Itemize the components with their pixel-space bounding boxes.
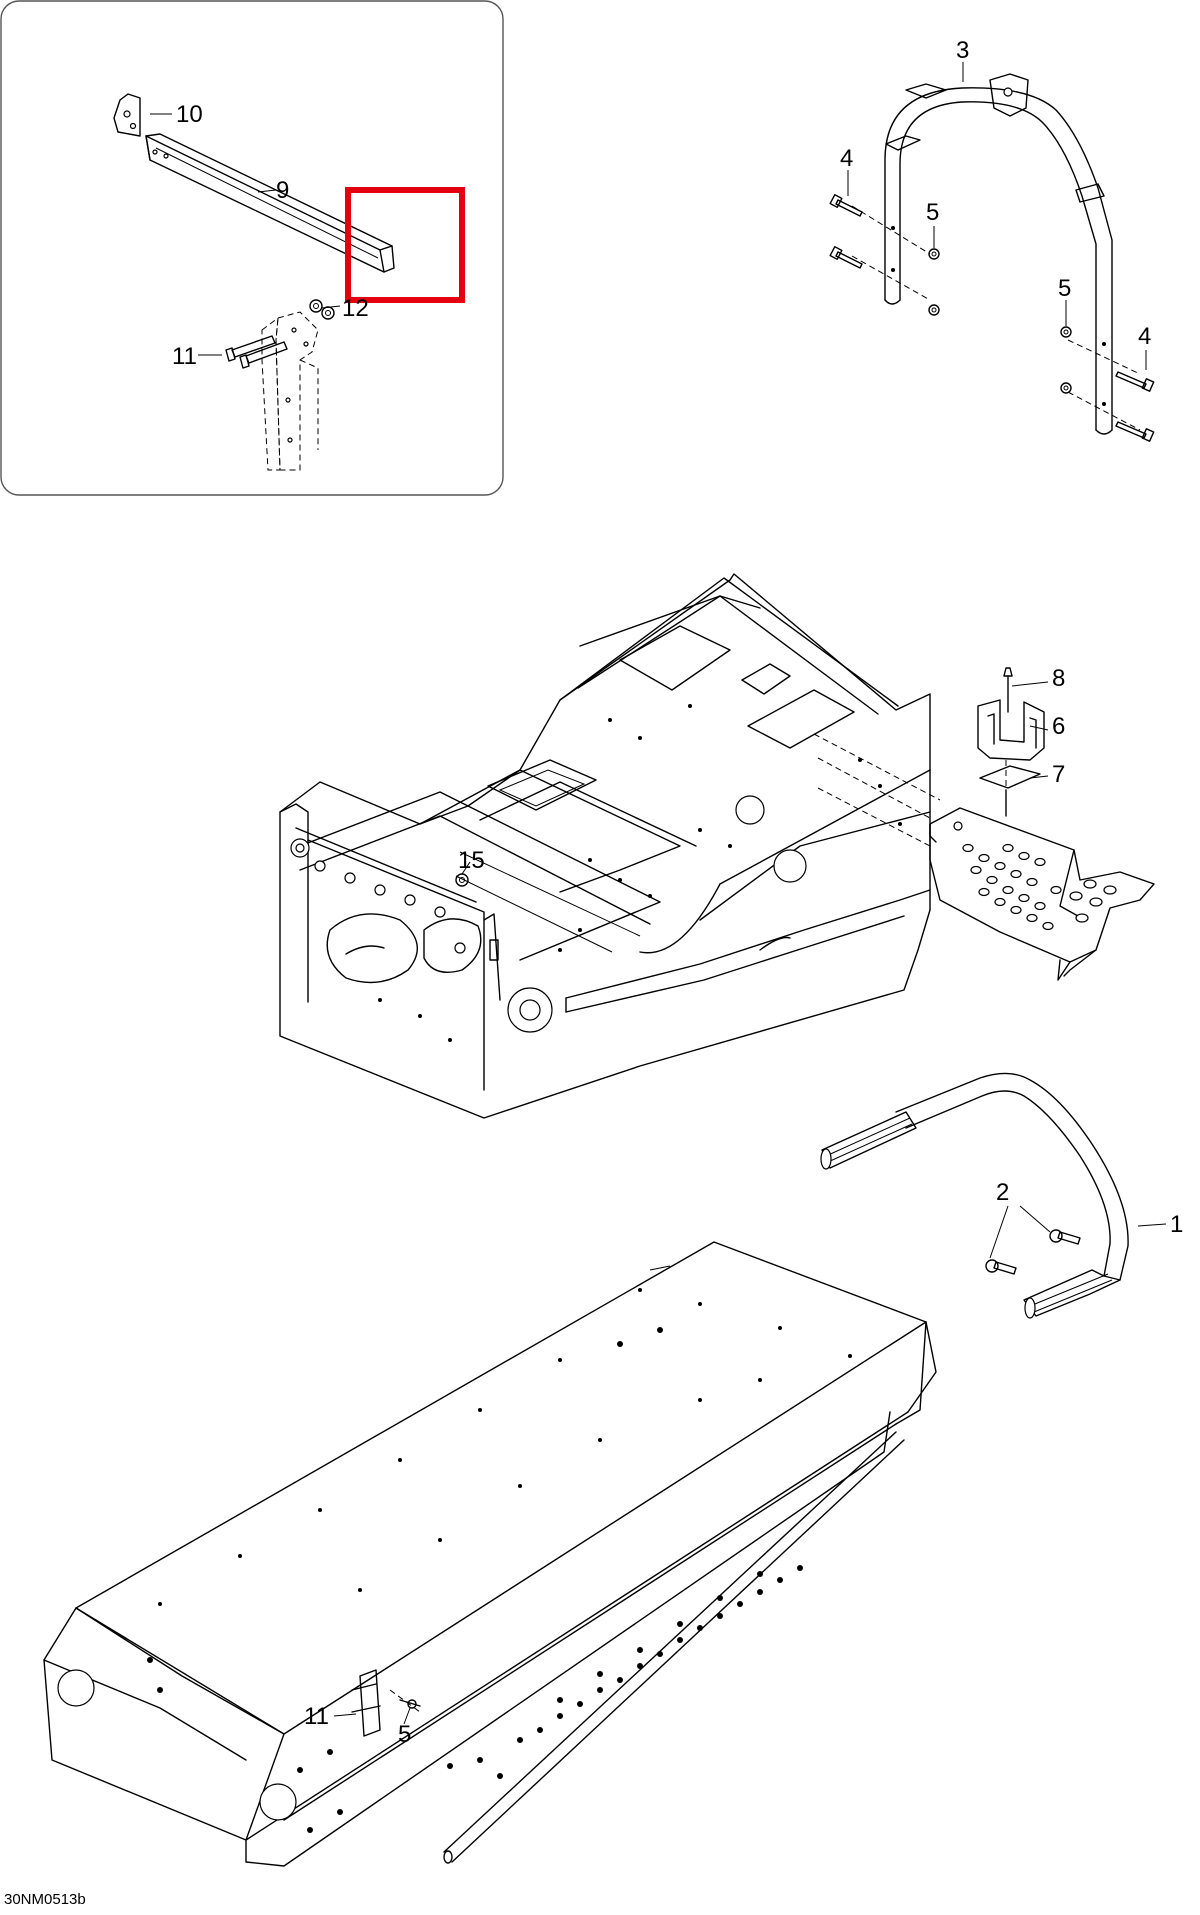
drawing-code: 30NM0513b	[4, 1891, 86, 1908]
callout-5-left: 5	[926, 199, 939, 226]
part-5-nuts-left	[928, 248, 940, 316]
inset-frame	[0, 0, 504, 496]
inset-panel: 10 9 12 11	[0, 0, 504, 496]
highlight-box	[345, 187, 465, 303]
callout-4-right: 4	[1138, 323, 1151, 350]
part-11-bolts	[225, 335, 288, 369]
part-3-hoop	[851, 73, 1141, 435]
part-4-bolts-left	[829, 194, 863, 269]
callout-7: 7	[1052, 761, 1065, 788]
callout-5-tunnel: 5	[398, 1721, 411, 1748]
callout-9: 9	[276, 177, 289, 204]
tunnel	[43, 1241, 937, 1867]
callout-1: 1	[1170, 1211, 1183, 1238]
callout-15: 15	[458, 847, 485, 874]
footrest-assembly	[929, 667, 1155, 981]
callout-10: 10	[176, 101, 203, 128]
part-2-bolts	[985, 1229, 1081, 1275]
callout-8: 8	[1052, 665, 1065, 692]
callout-3: 3	[956, 37, 969, 64]
callout-11: 11	[304, 1703, 329, 1730]
frame-post-phantom	[261, 311, 319, 471]
callout-2: 2	[996, 1179, 1009, 1206]
callout-12: 12	[342, 295, 369, 322]
part-10-bracket	[113, 93, 141, 137]
callout-11-inset: 11	[172, 343, 197, 370]
part-1-handle	[820, 1072, 1129, 1319]
part-4-bolts-right	[1115, 371, 1155, 442]
chassis-frame	[279, 573, 941, 1119]
callout-6: 6	[1052, 713, 1065, 740]
callout-5-right: 5	[1058, 275, 1071, 302]
callout-4-left: 4	[840, 145, 853, 172]
part-5-nuts-right	[1060, 326, 1072, 394]
part-12-nuts	[309, 299, 335, 320]
